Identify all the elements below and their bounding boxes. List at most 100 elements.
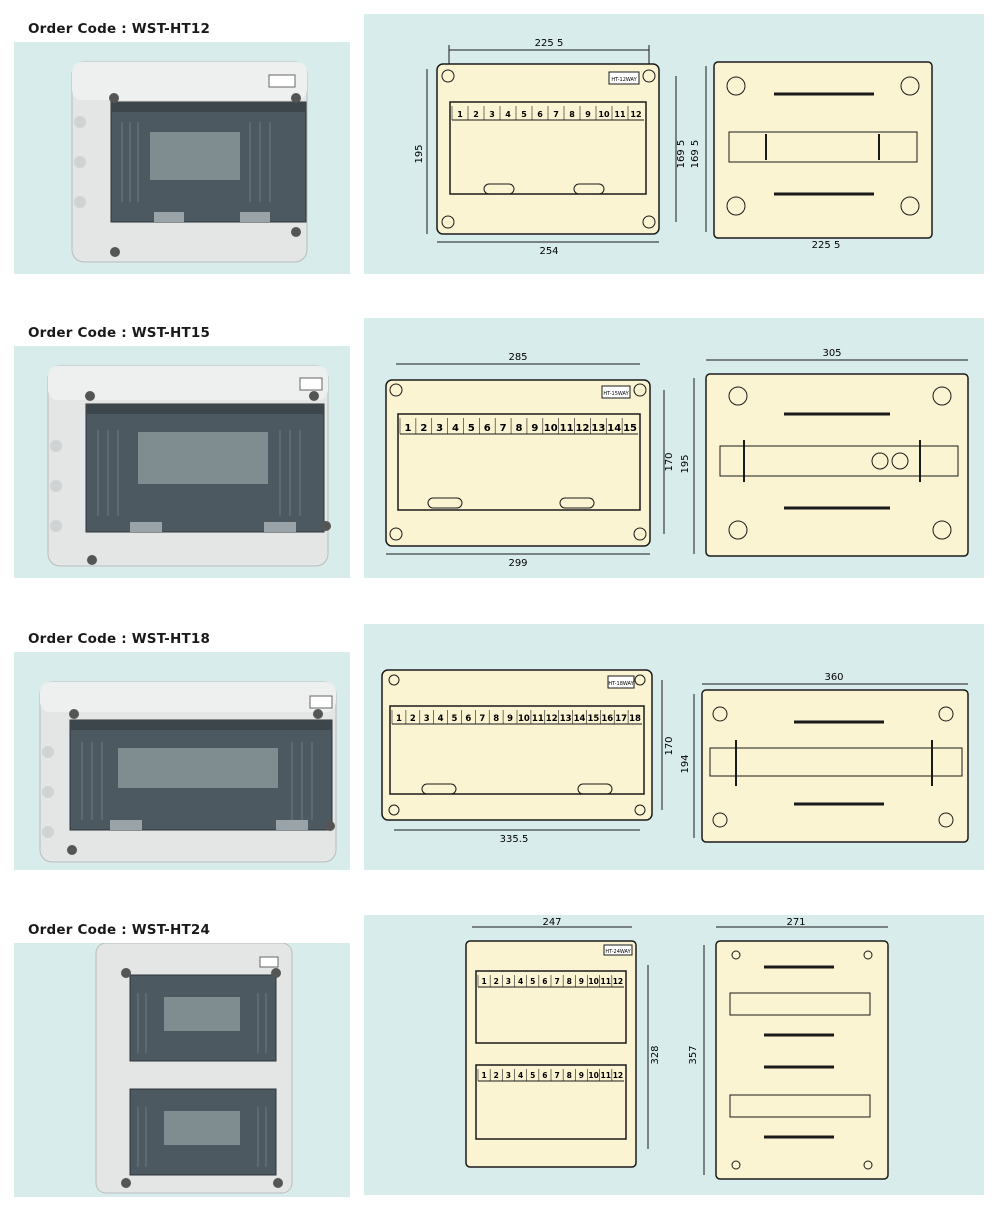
way-number: 4 — [505, 110, 511, 119]
way-number: 7 — [553, 110, 559, 119]
way-number: 2 — [473, 110, 479, 119]
way-number: 6 — [537, 110, 543, 119]
way-number: 3 — [489, 110, 495, 119]
order-code-value: WST-HT12 — [131, 21, 211, 37]
dimension-back-height: 195 — [680, 454, 691, 473]
way-number: 2 — [410, 714, 416, 724]
dimension-back-width: 305 — [822, 348, 841, 359]
way-number: 11 — [601, 1071, 611, 1080]
way-number: 14 — [574, 714, 586, 724]
way-number: 5 — [521, 110, 527, 119]
way-number: 8 — [567, 977, 572, 986]
product-photo-panel — [14, 943, 350, 1197]
way-number: 15 — [587, 714, 599, 724]
product-photo-panel — [14, 652, 350, 870]
way-number: 8 — [493, 714, 499, 724]
way-number: 10 — [588, 977, 598, 986]
way-number: 9 — [507, 714, 513, 724]
back-view-outline — [713, 61, 933, 239]
way-number: 6 — [465, 714, 471, 724]
way-number: 3 — [506, 1071, 511, 1080]
dimension-bottom: 335.5 — [500, 834, 529, 845]
product-section-ht12: Order Code : WST-HT12 HT-1 — [0, 0, 1000, 290]
way-number: 5 — [468, 423, 475, 434]
way-number: 4 — [452, 423, 459, 434]
back-view-outline — [715, 940, 889, 1180]
order-code-label: Order Code : — [28, 325, 127, 341]
way-badge: HT-18WAY — [608, 681, 634, 687]
front-view-outline — [465, 940, 637, 1168]
way-number: 11 — [532, 714, 544, 724]
way-number: 1 — [481, 977, 486, 986]
dimension-bottom: 299 — [508, 558, 527, 569]
way-number: 9 — [579, 977, 584, 986]
order-code-value: WST-HT24 — [131, 922, 211, 938]
product-section-ht18: Order Code : WST-HT18 HT-18WAY — [0, 610, 1000, 900]
dimension-back-height: 357 — [688, 1045, 699, 1064]
way-number: 13 — [560, 714, 572, 724]
way-number: 1 — [404, 423, 411, 434]
front-view-outline — [385, 379, 651, 547]
back-view-outline — [705, 373, 969, 557]
front-view-outline — [381, 669, 653, 821]
way-number: 11 — [560, 423, 574, 434]
way-number: 4 — [518, 1071, 523, 1080]
way-number: 4 — [438, 714, 444, 724]
way-number: 18 — [629, 714, 641, 724]
way-number: 16 — [601, 714, 613, 724]
dimension-side-a: 169 5 — [676, 140, 687, 169]
way-number: 6 — [542, 977, 547, 986]
way-number: 2 — [420, 423, 427, 434]
way-number: 8 — [516, 423, 523, 434]
way-number: 7 — [500, 423, 507, 434]
enclosure-photo — [39, 681, 337, 863]
order-code-label: Order Code : — [28, 631, 127, 647]
dimension-width: 285 — [508, 352, 527, 363]
dimension-side-b: 169 5 — [690, 140, 701, 169]
way-number: 2 — [494, 1071, 499, 1080]
dimension-bottom: 254 — [539, 246, 558, 257]
dimension-height: 170 — [664, 736, 675, 755]
dimension-back-height: 194 — [680, 754, 691, 773]
order-code-label: Order Code : — [28, 922, 127, 938]
way-number: 1 — [457, 110, 463, 119]
enclosure-photo — [71, 61, 308, 263]
way-number: 5 — [530, 1071, 535, 1080]
way-number: 4 — [518, 977, 523, 986]
way-number: 10 — [598, 110, 610, 119]
way-number: 12 — [630, 110, 641, 119]
product-photo-panel — [14, 42, 350, 274]
way-number: 10 — [544, 423, 558, 434]
way-number: 9 — [579, 1071, 584, 1080]
dimension-back-bottom: 225 5 — [812, 240, 841, 251]
way-number: 5 — [452, 714, 458, 724]
way-number: 14 — [607, 423, 621, 434]
way-number: 10 — [588, 1071, 598, 1080]
way-number: 12 — [613, 1071, 623, 1080]
dimension-height: 195 — [414, 144, 425, 163]
dimension-width: 225 5 — [535, 38, 564, 49]
order-code-heading: Order Code : WST-HT24 — [28, 922, 210, 938]
way-number: 1 — [396, 714, 402, 724]
order-code-value: WST-HT18 — [131, 631, 211, 647]
way-number: 11 — [601, 977, 611, 986]
way-number: 9 — [531, 423, 538, 434]
dimension-back-width: 271 — [786, 917, 805, 928]
order-code-heading: Order Code : WST-HT15 — [28, 325, 210, 341]
way-number: 12 — [546, 714, 558, 724]
way-number: 15 — [623, 423, 637, 434]
product-photo-panel — [14, 346, 350, 578]
way-number: 1 — [481, 1071, 486, 1080]
